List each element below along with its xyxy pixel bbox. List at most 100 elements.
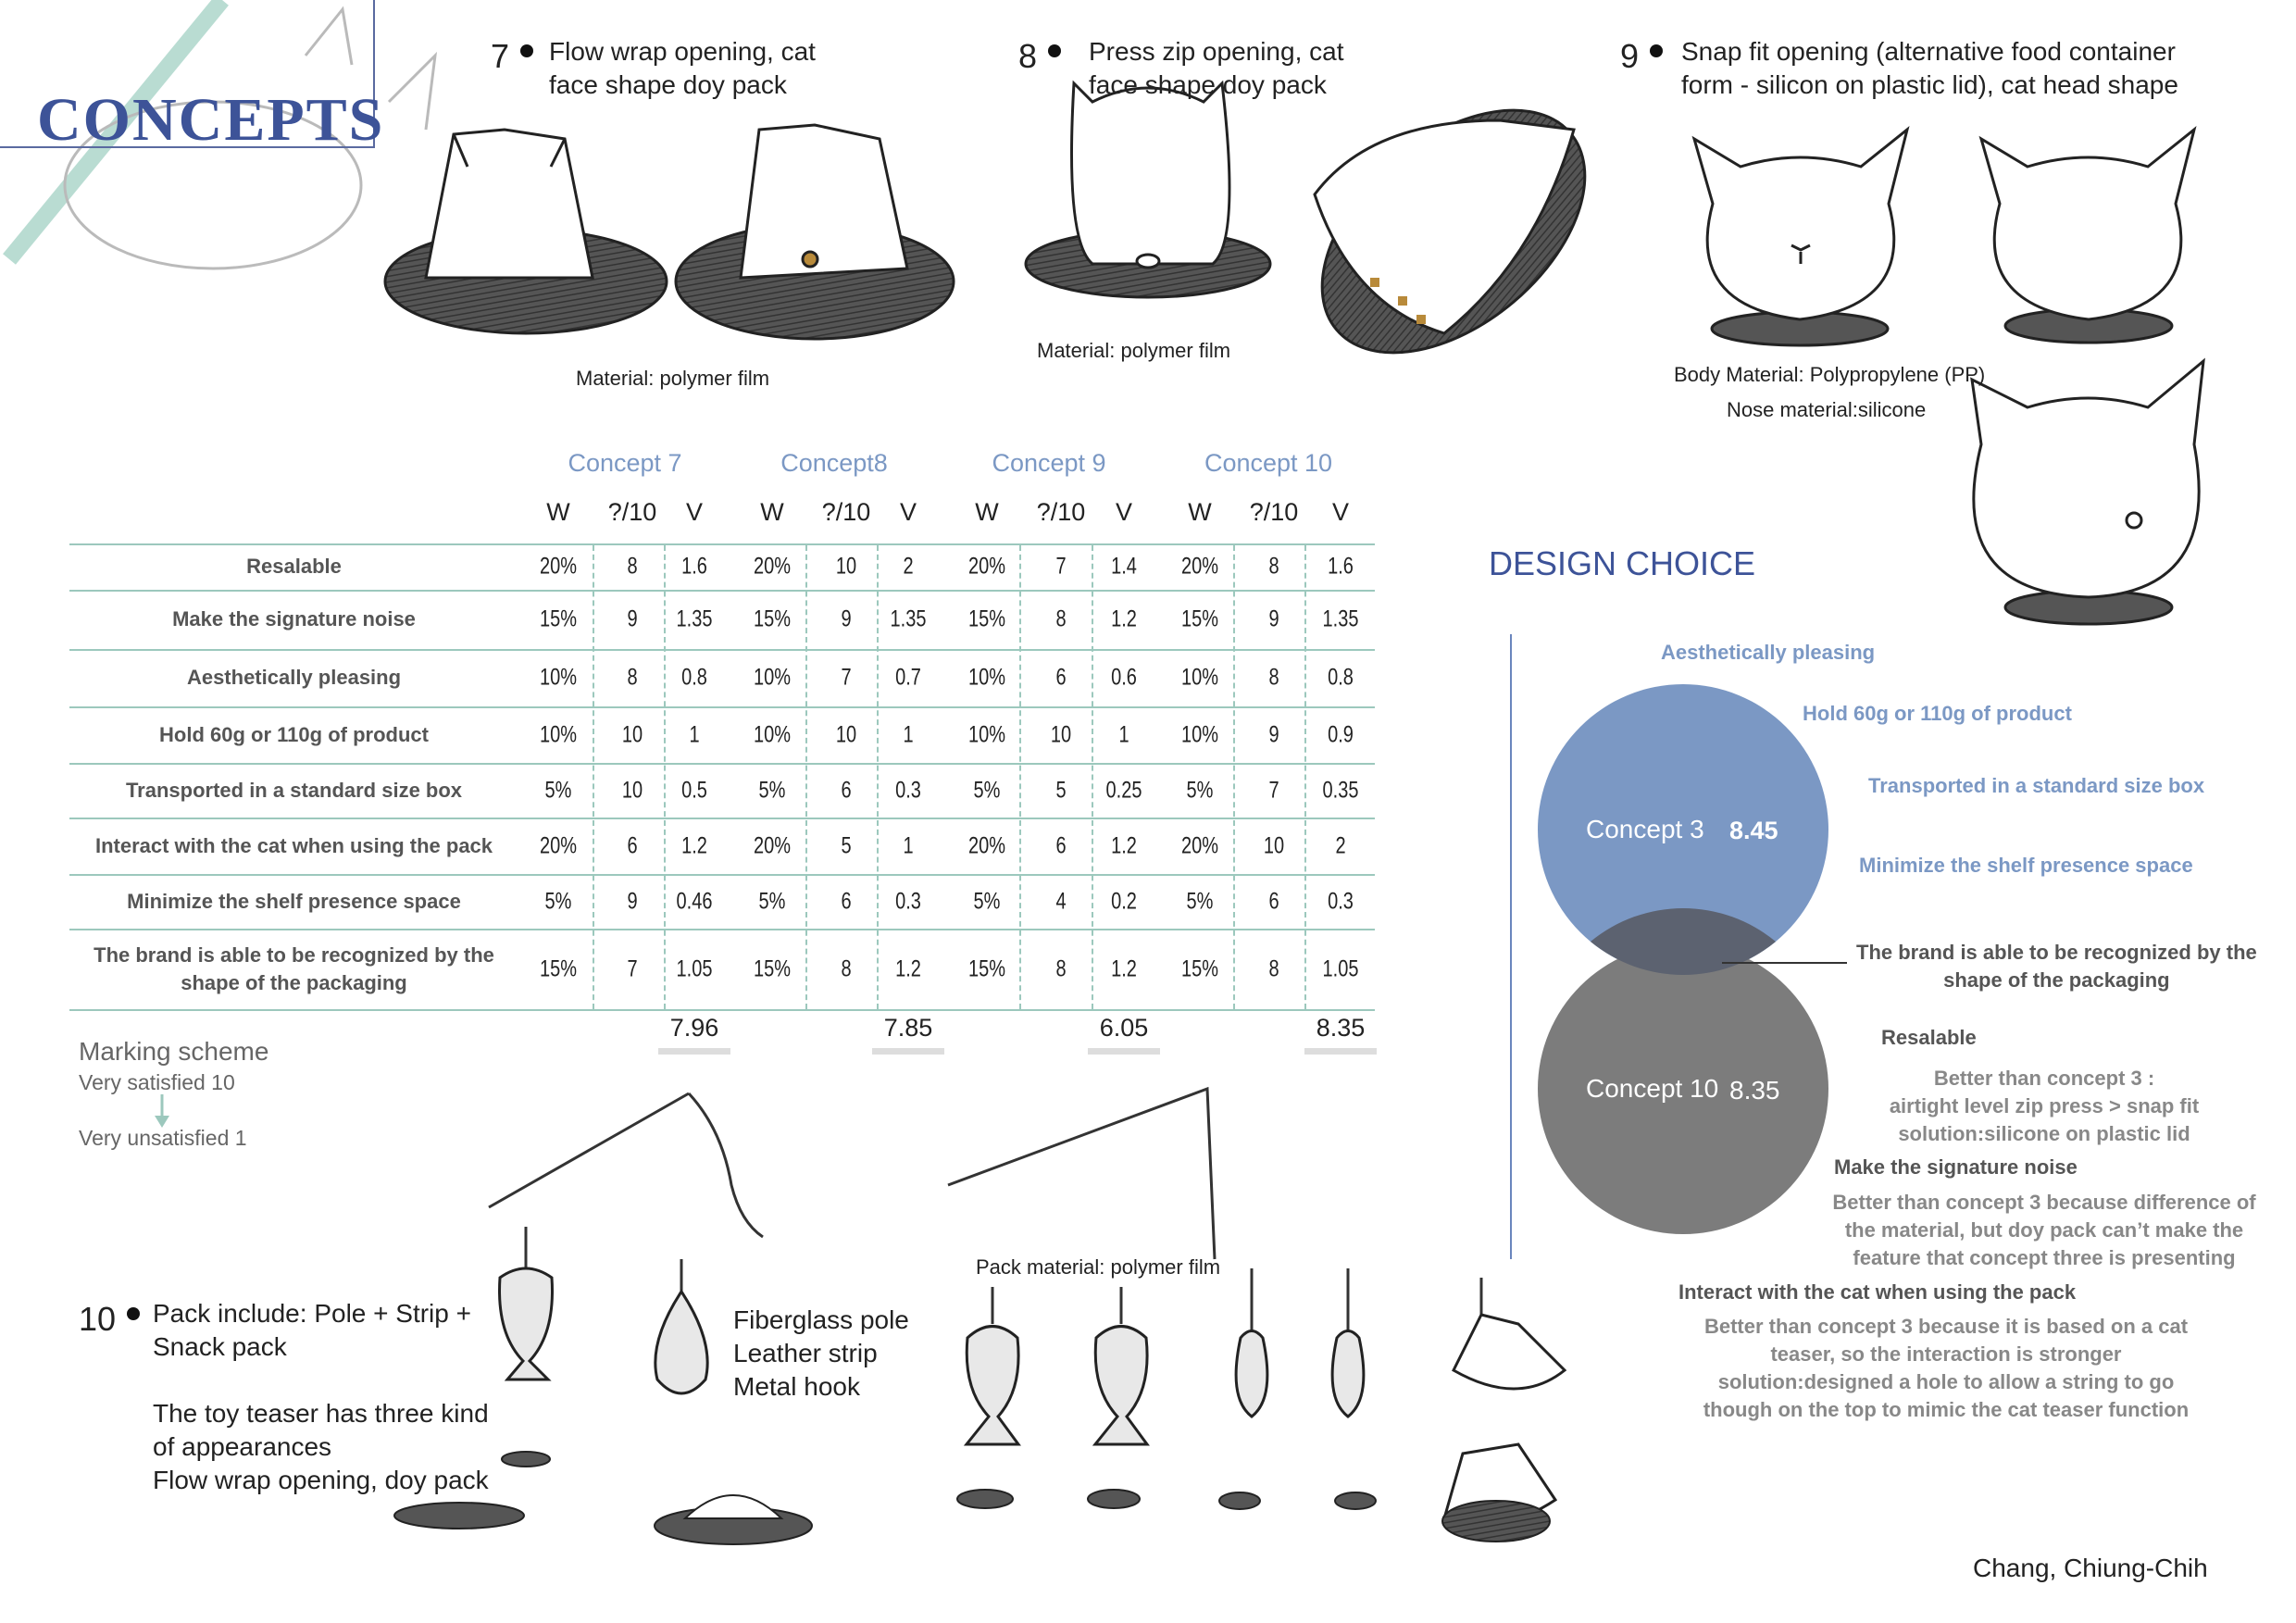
venn-circle-concept-3	[1538, 684, 1828, 975]
table-cell: 1.05	[676, 955, 713, 981]
table-cell: 1	[689, 721, 700, 747]
concept-9-nose-material: Nose material:silicone	[1727, 398, 1927, 421]
table-rule	[69, 929, 1375, 930]
concept-total: 7.96	[669, 1014, 719, 1042]
table-cell: 8	[1268, 664, 1279, 691]
table-cell: 10	[835, 721, 857, 747]
concept-10-description: Pack include: Pole + Strip + Snack pack …	[153, 1297, 489, 1497]
table-cell: 1.05	[1322, 955, 1359, 981]
table-cell: 20%	[753, 553, 792, 580]
table-cell: 9	[627, 606, 638, 632]
sub-column-header: V	[1331, 498, 1350, 526]
table-cell: 1.2	[681, 832, 707, 858]
design-choice-title: DESIGN CHOICE	[1489, 544, 1756, 582]
table-cell: 1	[903, 832, 914, 858]
marking-low: Very unsatisfied 1	[79, 1126, 247, 1150]
criterion-noise: Make the signature noise	[1834, 1155, 2078, 1179]
table-cell: 20%	[539, 832, 578, 858]
table-cell: 10%	[967, 721, 1006, 747]
column-divider	[805, 545, 807, 1009]
concept-7-sketch-b	[674, 123, 955, 341]
table-rule	[69, 590, 1375, 592]
table-rule	[69, 706, 1375, 708]
table-cell: 10	[1263, 832, 1285, 858]
sub-column-header: V	[685, 498, 704, 526]
table-cell: 8	[841, 955, 852, 981]
sub-column-header: W	[975, 498, 999, 526]
table-cell: 5%	[973, 888, 1001, 914]
table-cell: 7	[627, 955, 638, 981]
marking-high: Very satisfied 10	[79, 1070, 235, 1094]
table-cell: 10%	[753, 664, 792, 691]
table-cell: 8	[1055, 955, 1067, 981]
noise-note: Better than concept 3 because difference…	[1822, 1189, 2266, 1272]
concept-10-heading: 10	[79, 1300, 141, 1339]
table-cell: 10%	[1180, 721, 1219, 747]
sub-column-header: ?/10	[1249, 498, 1299, 526]
table-rule	[69, 874, 1375, 876]
table-cell: 5%	[544, 888, 572, 914]
table-cell: 7	[1055, 553, 1067, 580]
table-cell: 15%	[967, 606, 1006, 632]
table-cell: 1	[903, 721, 914, 747]
sub-column-header: W	[760, 498, 784, 526]
table-cell: 10%	[539, 664, 578, 691]
table-cell: 1.6	[681, 553, 707, 580]
table-cell: 0.6	[1111, 664, 1137, 691]
criterion-shelf: Minimize the shelf presence space	[1859, 854, 2193, 877]
text-line: Leather strip	[733, 1339, 878, 1367]
sub-column-header: ?/10	[607, 498, 657, 526]
table-cell: 5	[1055, 777, 1067, 803]
sub-column-header: W	[546, 498, 570, 526]
table-cell: 7	[841, 664, 852, 691]
heading-line: Flow wrap opening, cat	[549, 37, 816, 66]
table-cell: 6	[1055, 832, 1067, 858]
table-cell: 8	[1268, 553, 1279, 580]
concept-column-header: Concept 9	[992, 449, 1106, 477]
text-line: the material, but doy pack can’t make th…	[1844, 1218, 2244, 1242]
column-divider	[1019, 545, 1021, 1009]
total-underline	[872, 1048, 944, 1055]
table-cell: 20%	[1180, 553, 1219, 580]
concept-number: 9	[1620, 37, 1640, 75]
sub-column-header: V	[899, 498, 917, 526]
concept-8-heading: 8	[1018, 37, 1062, 76]
text-line: feature that concept three is presenting	[1853, 1246, 2236, 1269]
table-cell: 10%	[539, 721, 578, 747]
table-cell: 5%	[758, 888, 786, 914]
teaser-bases	[393, 1451, 1551, 1545]
author: Chang, Chiung-Chih	[1973, 1554, 2208, 1582]
table-rule	[69, 818, 1375, 819]
text-line: Better than concept 3 because difference…	[1832, 1191, 2256, 1214]
concept-number: 10	[79, 1300, 117, 1338]
total-underline	[1088, 1048, 1160, 1055]
table-cell: 8	[627, 553, 638, 580]
table-cell: 6	[841, 777, 852, 803]
table-cell: 0.46	[676, 888, 713, 914]
column-divider	[1092, 545, 1093, 1009]
table-cell: 8	[1268, 955, 1279, 981]
text-line: solution:silicone on plastic lid	[1898, 1122, 2190, 1145]
table-cell: 0.25	[1105, 777, 1142, 803]
table-cell: 15%	[753, 955, 792, 981]
column-divider	[1304, 545, 1306, 1009]
table-cell: 0.5	[681, 777, 707, 803]
table-cell: 8	[1055, 606, 1067, 632]
interact-note: Better than concept 3 because it is base…	[1687, 1313, 2205, 1424]
teaser-pole-sketch	[488, 1086, 1483, 1333]
table-cell: 5	[841, 832, 852, 858]
table-cell: 9	[1268, 721, 1279, 747]
table-cell: 2	[903, 553, 914, 580]
criterion-aesthetic: Aesthetically pleasing	[1661, 641, 1876, 664]
table-cell: 15%	[539, 606, 578, 632]
concept-9-heading: 9	[1620, 37, 1664, 76]
text-line: Better than concept 3 :	[1933, 1067, 2155, 1090]
table-cell: 0.9	[1328, 721, 1354, 747]
text-line: Better than concept 3 because it is base…	[1703, 1315, 2189, 1338]
total-underline	[658, 1048, 730, 1055]
concept-9-title: Snap fit opening (alternative food conta…	[1681, 35, 2178, 102]
table-rule	[69, 763, 1375, 765]
table-cell: 1.6	[1328, 553, 1354, 580]
column-divider	[593, 545, 594, 1009]
table-cell: 4	[1055, 888, 1067, 914]
